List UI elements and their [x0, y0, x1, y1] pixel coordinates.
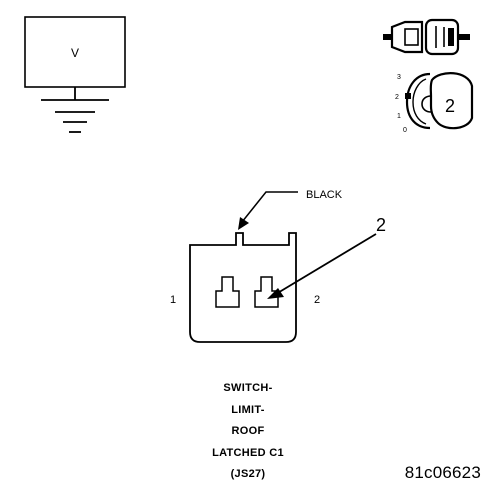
ground-icon: [41, 87, 109, 133]
terminal-cavity-2: [254, 276, 279, 308]
connector-plug-icon: [383, 18, 470, 56]
key-position-0: 0: [403, 127, 407, 134]
key-position-3: 3: [397, 74, 401, 81]
pin-label-1: 1: [170, 294, 176, 306]
component-title: SWITCH- LIMIT- ROOF LATCHED C1 (JS27): [165, 378, 331, 486]
connector-housing: [189, 232, 297, 343]
probe-callout-number: 2: [376, 215, 386, 235]
wire-color-label: BLACK: [306, 189, 343, 201]
component-title-line: LIMIT-: [231, 403, 265, 416]
connector-face: 1 2 BLACK 2: [170, 189, 386, 343]
voltmeter-label: V: [71, 46, 79, 60]
terminal-cavity-1: [215, 276, 240, 308]
probe-callout-arrow: [267, 233, 377, 299]
ignition-key-icon: 3 2 1 0 2: [395, 72, 474, 134]
pin-label-2: 2: [314, 294, 320, 306]
voltmeter-symbol: V: [24, 16, 126, 133]
key-position-2: 2: [395, 94, 399, 101]
component-title-line: SWITCH-: [223, 382, 273, 394]
component-title-line: ROOF: [231, 425, 265, 437]
key-step-number: 2: [445, 96, 455, 116]
black-leader-line: [238, 191, 298, 230]
component-title-line: (JS27): [230, 468, 266, 480]
component-title-line: LATCHED C1: [212, 446, 284, 459]
key-position-1: 1: [397, 113, 401, 120]
figure-reference-code: 81c06623: [404, 463, 481, 482]
